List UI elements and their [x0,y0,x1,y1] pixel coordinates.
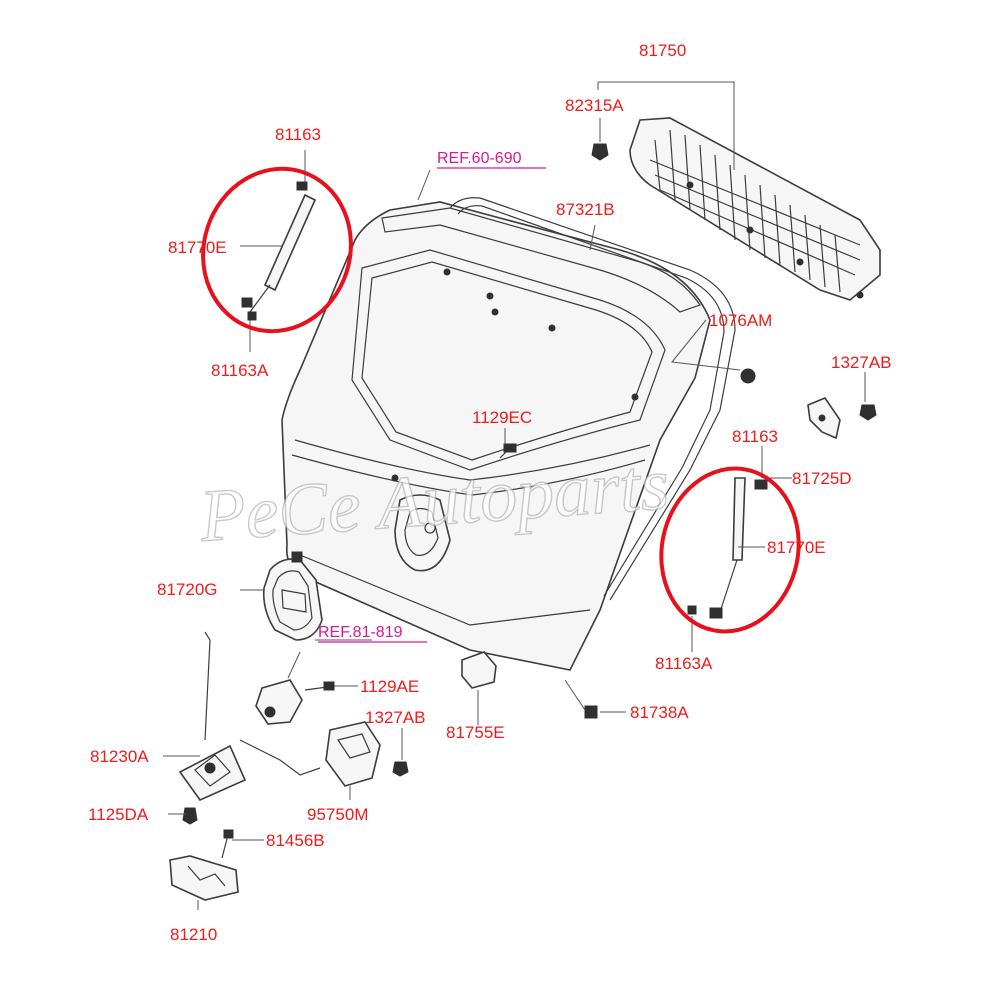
label-1327ab-right: 1327AB [831,353,892,372]
label-81230a: 81230A [90,747,149,766]
label-81163a-left: 81163A [211,361,269,380]
label-81755e: 81755E [446,723,505,742]
label-81720g: 81720G [157,580,218,599]
label-81210: 81210 [170,925,217,944]
clip-82315a [591,143,609,161]
label-81770e-left: 81770E [168,238,227,257]
part-labels: 81750 82315A 81163 81770E 81163A 87321B … [88,41,892,944]
striker [169,855,239,901]
ref-60-690-label: REF.60-690 [437,150,522,167]
label-81750: 81750 [639,41,686,60]
label-1129ec: 1129EC [472,408,532,427]
rear-garnish [629,117,881,301]
right-strut-highlight-circle [659,466,801,634]
door-lock-actuator [325,721,409,787]
bolt-1125da [182,807,198,825]
label-1076am: 1076AM [709,311,772,330]
label-81163a-right: 81163A [655,654,713,673]
latch-assembly [178,631,321,801]
bolt-1129ec [499,443,517,459]
latch-actuator-small [255,679,336,725]
label-1129ae: 1129AE [360,677,419,696]
label-81163-right: 81163 [732,427,778,446]
label-1327ab-lower: 1327AB [365,708,426,727]
left-gas-strut [241,181,317,321]
ref-60-690[interactable]: REF.60-690 [437,150,546,169]
label-82315a: 82315A [565,96,624,115]
label-81456b: 81456B [266,831,325,850]
bumper-stop [740,368,756,384]
leader-lines [163,81,866,910]
label-81163-left: 81163 [275,125,321,144]
bolt-81456b [221,829,234,859]
label-1125da: 1125DA [88,805,149,824]
license-lamp [461,651,497,689]
label-81725d: 81725D [792,469,852,488]
hinge [807,397,877,440]
tailgate-panel [281,201,711,671]
right-gas-strut [687,477,768,619]
grommet-81738a [584,705,598,719]
handle-assembly [262,551,323,641]
label-87321b: 87321B [556,200,615,219]
label-81738a: 81738A [630,703,689,722]
label-95750m: 95750M [307,805,368,824]
ref-81-819[interactable]: REF.81-819 [318,624,427,643]
label-81770e-right: 81770E [767,538,826,557]
ref-81-819-label: REF.81-819 [318,624,403,641]
weatherstrip [449,197,736,601]
left-strut-highlight-circle [201,166,353,334]
